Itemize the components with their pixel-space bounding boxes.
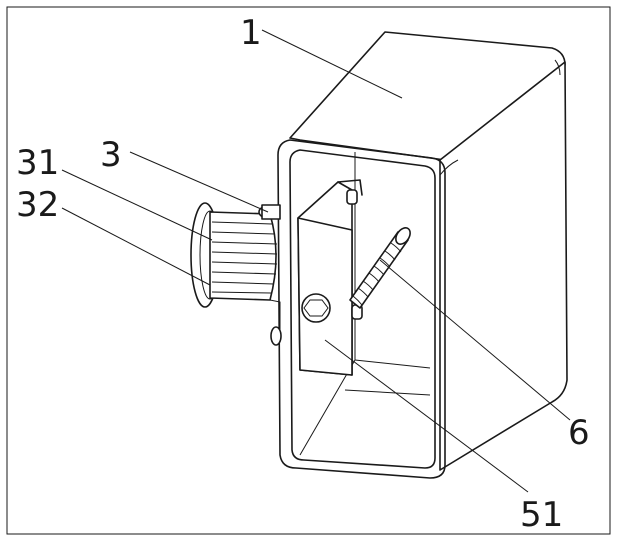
bracket-plate	[297, 179, 363, 376]
hex-bolt	[301, 293, 331, 323]
label-32: 32	[16, 185, 59, 225]
leader-lines	[61, 29, 571, 493]
leader-51	[324, 339, 529, 493]
leader-3	[129, 151, 269, 213]
label-6: 6	[568, 413, 590, 453]
leader-6	[379, 259, 571, 421]
leader-32	[61, 207, 211, 286]
label-51: 51	[520, 495, 563, 535]
label-31: 31	[16, 143, 59, 183]
threaded-shaft	[349, 227, 411, 309]
frame-border	[6, 6, 611, 535]
pulley-teeth	[209, 211, 277, 301]
label-1: 1	[240, 13, 262, 53]
label-3: 3	[100, 135, 122, 175]
housing	[277, 31, 568, 479]
pulley	[190, 202, 282, 346]
leader-31	[61, 169, 213, 241]
leader-1	[261, 29, 403, 99]
